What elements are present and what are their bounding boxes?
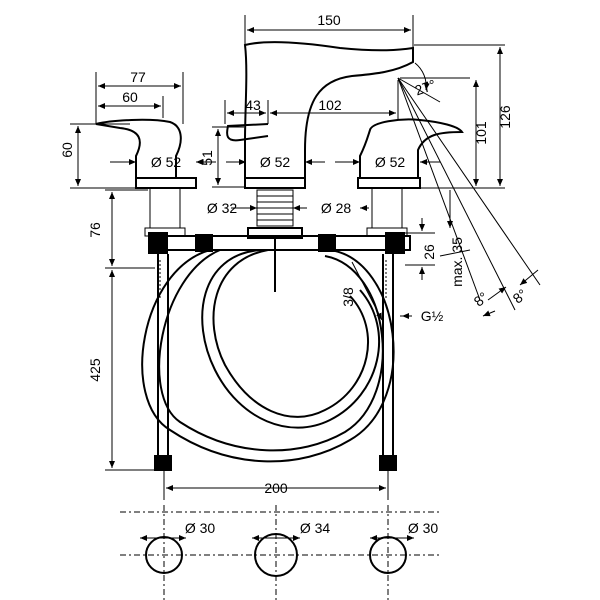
hole-center — [254, 533, 298, 577]
label-dia-center-base: Ø 52 — [260, 154, 291, 170]
hose-loops — [141, 249, 395, 463]
label-dia-32: Ø 32 — [207, 200, 238, 216]
label-76: 76 — [87, 222, 103, 238]
label-43: 43 — [245, 97, 261, 113]
label-51: 51 — [199, 150, 215, 166]
label-150: 150 — [317, 12, 341, 28]
dimension-lines — [70, 15, 541, 541]
label-200: 200 — [264, 480, 288, 496]
label-hole-center: Ø 34 — [300, 520, 331, 536]
mounting-holes — [145, 533, 407, 577]
label-425: 425 — [87, 358, 103, 382]
center-lines — [120, 505, 440, 600]
dimension-labels: 150 77 60 60 43 102 27° 51 101 126 Ø 52 … — [59, 12, 530, 536]
left-handle — [95, 118, 197, 237]
label-dia-right-base: Ø 52 — [375, 154, 406, 170]
label-8-deg-b: 8° — [510, 286, 531, 307]
right-handle — [357, 118, 464, 237]
label-g-half: G½ — [421, 308, 444, 324]
center-spout — [226, 41, 414, 292]
label-hole-left: Ø 30 — [185, 520, 216, 536]
label-101: 101 — [473, 121, 489, 145]
label-126: 126 — [497, 105, 513, 129]
label-26: 26 — [421, 244, 437, 260]
label-77: 77 — [130, 69, 146, 85]
label-dia-left-base: Ø 52 — [151, 154, 182, 170]
label-102: 102 — [318, 97, 342, 113]
label-60-height: 60 — [59, 142, 75, 158]
hole-right — [369, 536, 407, 574]
hole-left — [145, 536, 183, 574]
label-8-deg-a: 8° — [471, 289, 492, 310]
label-3-8: 3/8 — [340, 287, 356, 307]
label-hole-right: Ø 30 — [408, 520, 439, 536]
hose-left — [154, 254, 172, 471]
label-dia-28: Ø 28 — [321, 200, 352, 216]
connection-bar — [148, 232, 411, 254]
label-60-handle: 60 — [122, 89, 138, 105]
label-max-35: max. 35 — [449, 237, 465, 287]
label-27-deg: 27° — [413, 76, 438, 98]
